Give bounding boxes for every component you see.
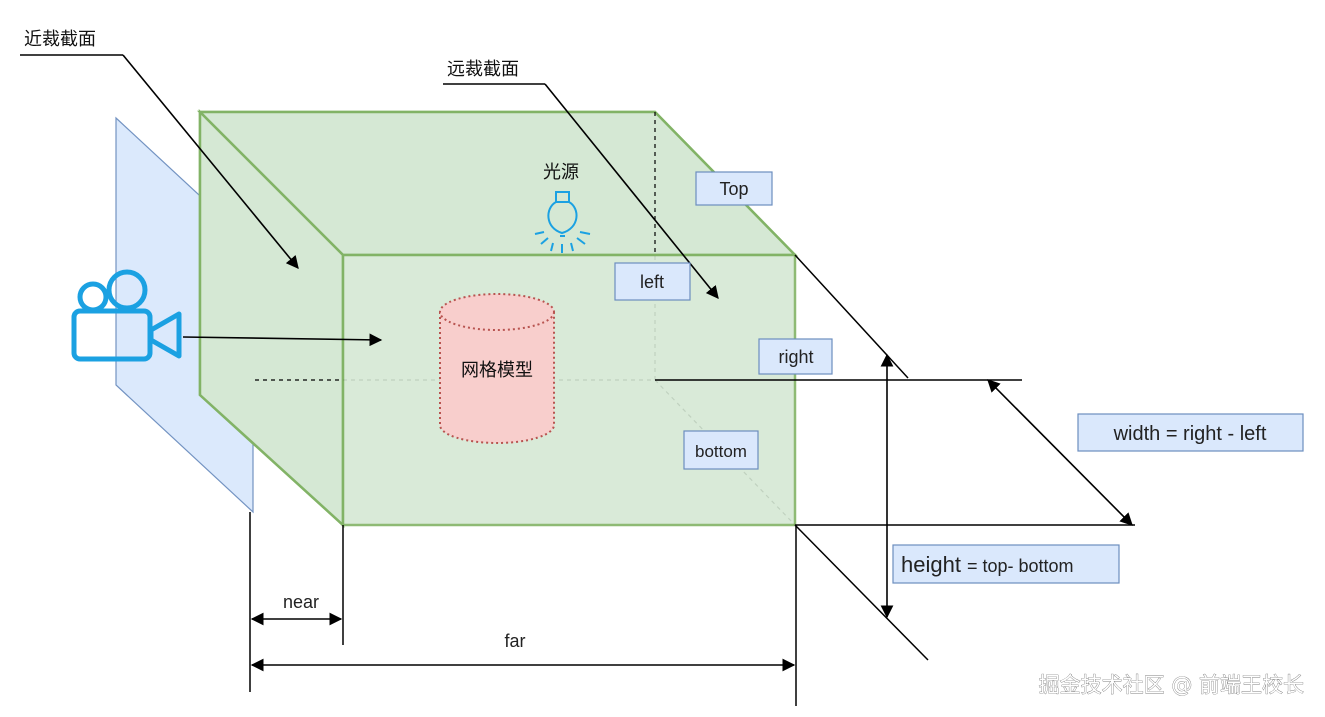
right-label-box: right [758,338,833,375]
frustum-front-face [341,253,797,527]
far-label: far [504,631,525,651]
bottom-diagonal-extension [794,524,929,661]
bottom-label-box: bottom [683,430,759,470]
far-plane-callout-arrow [544,83,719,299]
height-formula-label: height = top- bottom [901,552,1074,577]
camera-icon [71,269,182,362]
far-plane-label: 远裁截面 [447,59,519,80]
top-label-box: Top [695,171,773,206]
light-source-label: 光源 [543,162,579,183]
near-plane-label: 近裁截面 [24,29,96,50]
width-formula-box: width = right - left [1077,413,1304,452]
width-formula-label: width = right - left [1113,423,1267,445]
left-label: left [640,272,664,292]
height-formula-main: height [901,552,961,577]
camera-view-arrow [182,333,383,347]
right-label: right [778,347,813,367]
height-formula-box: height = top- bottom [892,544,1120,584]
mesh-model-label: 网格模型 [461,360,533,381]
watermark-text: 掘金技术社区 @ 前端王校长 [1039,673,1304,697]
bottom-label: bottom [695,442,747,461]
top-label: Top [719,179,748,199]
near-plane-callout-arrow [122,54,299,269]
lightbulb-icon [534,191,591,253]
width-dimension-arrow [987,379,1133,526]
near-label: near [283,592,319,612]
height-formula-rest: = top- bottom [967,556,1074,576]
mesh-model-cylinder: 网格模型 [439,293,555,444]
left-label-box: left [614,262,691,301]
